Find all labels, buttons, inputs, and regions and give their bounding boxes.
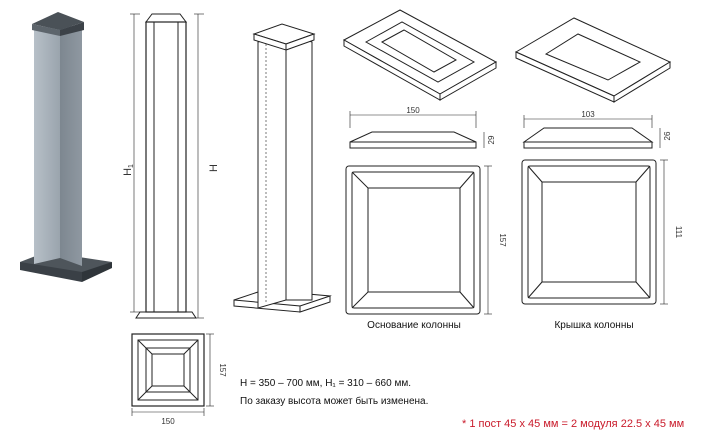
base-top-view <box>131 333 214 416</box>
column-cap-iso <box>514 17 672 103</box>
column-base-iso <box>342 9 498 101</box>
column-cap-caption: Крышка колонны <box>554 320 633 331</box>
column-cap-depth-label: 111 <box>674 226 683 239</box>
rendered-post <box>20 12 112 282</box>
base-width-label: 150 <box>161 417 175 426</box>
base-depth-label: 157 <box>218 363 227 377</box>
dimension-h1-label: H1 <box>122 164 135 176</box>
column-cap-plan <box>521 159 668 305</box>
isometric-post-line <box>233 23 332 313</box>
column-base-caption: Основание колонны <box>367 320 461 331</box>
column-base-height-label: 29 <box>487 135 496 144</box>
column-cap-height-label: 26 <box>663 131 672 140</box>
height-range-note: H = 350 – 700 мм, H₁ = 310 – 660 мм. <box>240 378 411 389</box>
module-footnote: * 1 пост 45 x 45 мм = 2 модуля 22.5 x 45… <box>462 418 685 430</box>
column-cap-width-label: 103 <box>581 110 595 119</box>
custom-height-note: По заказу высота может быть изменена. <box>240 396 429 407</box>
column-base-elevation <box>349 111 485 149</box>
column-base-plan <box>345 165 492 315</box>
column-base-depth-label: 157 <box>498 233 507 247</box>
column-cap-elevation <box>522 115 661 149</box>
column-base-width-label: 150 <box>406 106 420 115</box>
dimension-h-label: H <box>208 164 220 172</box>
front-elevation <box>130 13 204 319</box>
